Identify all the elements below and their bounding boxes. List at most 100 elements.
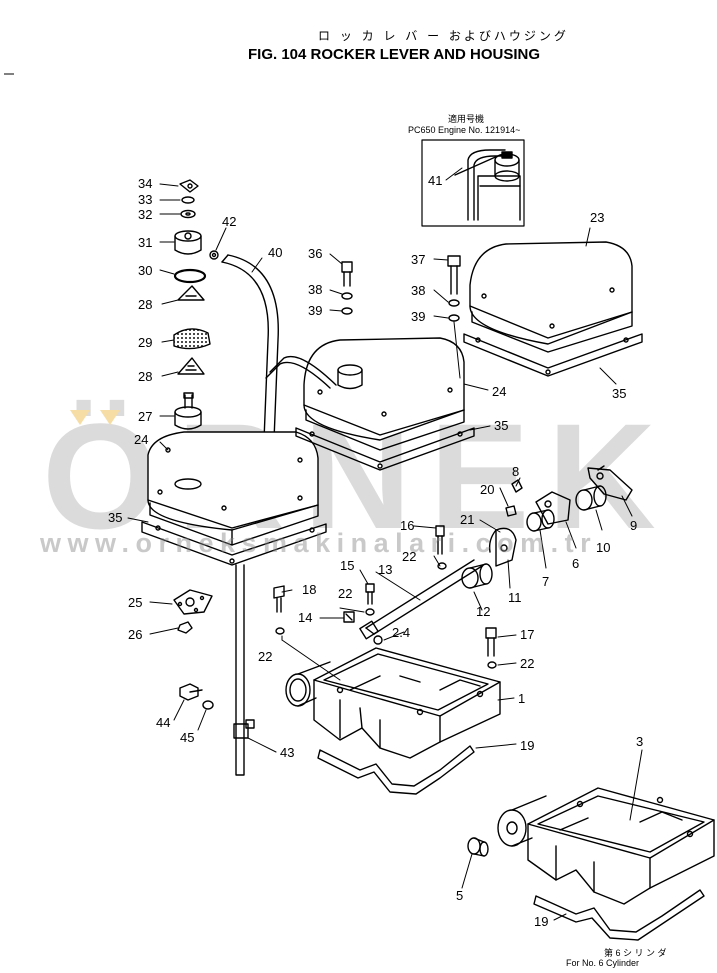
callout-35b: 35 (612, 386, 626, 401)
bottom-note: For No. 6 Cylinder (566, 958, 639, 968)
callout-5: 5 (456, 888, 463, 903)
gasket-19b (533, 889, 705, 941)
callout-38b: 38 (411, 283, 425, 298)
bolt-17 (485, 627, 497, 657)
bushing-7 (526, 509, 555, 532)
washer-45 (202, 700, 214, 710)
callout-11: 11 (508, 590, 522, 605)
callout-labels: 34 33 32 31 42 30 28 29 28 27 24 35 40 3… (108, 173, 643, 929)
breather-tube (221, 254, 279, 441)
callout-35a: 35 (108, 510, 122, 525)
bolt-15 (365, 583, 375, 605)
plug-14 (343, 611, 355, 623)
callout-30: 30 (138, 263, 152, 278)
ring-24 (373, 635, 383, 645)
bolt-44 (179, 683, 203, 701)
callout-22c: 22 (258, 649, 272, 664)
leader-lines (127, 167, 643, 921)
bushing-10 (575, 485, 607, 511)
callout-19b: 19 (534, 914, 548, 929)
screw-8 (511, 479, 523, 493)
washer-39b (448, 314, 460, 322)
valve-cover-center (265, 337, 465, 451)
nut-26 (177, 621, 193, 634)
callout-15: 15 (340, 558, 354, 573)
callout-21: 21 (460, 512, 474, 527)
callout-16: 16 (400, 518, 414, 533)
rocker-lever-11 (488, 527, 517, 567)
washer-38b (448, 299, 460, 307)
callout-33: 33 (138, 192, 152, 207)
long-tube (235, 564, 245, 776)
callout-29: 29 (138, 335, 152, 350)
valve-cover-left (147, 431, 319, 546)
rocker-lever-9 (587, 465, 633, 501)
callout-22a: 22 (402, 549, 416, 564)
bolt-37 (447, 255, 461, 295)
callout-24a: 24 (134, 432, 148, 447)
callout-20: 20 (480, 482, 494, 497)
callout-40: 40 (268, 245, 282, 260)
washer-22b (365, 608, 375, 616)
callout-22d: 22 (520, 656, 534, 671)
callout-19a: 19 (520, 738, 534, 753)
gasket-left (141, 521, 327, 566)
callout-37: 37 (411, 252, 425, 267)
callout-35c: 35 (494, 418, 508, 433)
callout-32: 32 (138, 207, 152, 222)
inset-jp: 適用号機 (448, 113, 484, 124)
title-japanese: ロ ッ カ レ バ ー およびハウジング (318, 29, 569, 43)
washer-22c (275, 627, 285, 635)
bottom-note-jp: 第 6 シ リ ン ダ (604, 947, 667, 958)
callout-10: 10 (596, 540, 610, 555)
rocker-housing-1 (285, 647, 501, 759)
callout-23: 23 (590, 210, 604, 225)
callout-39a: 39 (308, 303, 322, 318)
breather-assembly (173, 179, 219, 430)
callout-18: 18 (302, 582, 316, 597)
page-title: FIG. 104 ROCKER LEVER AND HOUSING (248, 46, 540, 63)
plug-5 (467, 837, 489, 857)
callout-42: 42 (222, 214, 236, 229)
callout-24c: 2.4 (392, 625, 410, 640)
callout-1: 1 (518, 691, 525, 706)
callout-17: 17 (520, 627, 534, 642)
nut-20 (505, 505, 517, 517)
callout-41: 41 (428, 173, 442, 188)
washer-22d (487, 661, 497, 669)
rocker-shaft (359, 559, 483, 640)
bolt-16 (435, 525, 445, 555)
callout-13: 13 (378, 562, 392, 577)
callout-38a: 38 (308, 282, 322, 297)
flange-25 (173, 589, 213, 615)
washer-39a (341, 307, 353, 315)
rocker-housing-3 (497, 787, 715, 905)
callout-28a: 28 (138, 297, 152, 312)
callout-9: 9 (630, 518, 637, 533)
callout-14: 14 (298, 610, 312, 625)
callout-34: 34 (138, 176, 152, 191)
callout-12: 12 (476, 604, 490, 619)
callout-25: 25 (128, 595, 142, 610)
callout-7: 7 (542, 574, 549, 589)
callout-31: 31 (138, 235, 152, 250)
callout-3: 3 (636, 734, 643, 749)
callout-39b: 39 (411, 309, 425, 324)
rocker-lever-6 (535, 491, 571, 525)
callout-22b: 22 (338, 586, 352, 601)
callout-43: 43 (280, 745, 294, 760)
callout-26: 26 (128, 627, 142, 642)
callout-36: 36 (308, 246, 322, 261)
callout-45: 45 (180, 730, 194, 745)
bolt-36 (341, 261, 353, 287)
valve-cover-right (469, 241, 633, 353)
inset-box (421, 139, 525, 227)
washer-22a (437, 562, 447, 570)
callout-27: 27 (138, 409, 152, 424)
callout-28b: 28 (138, 369, 152, 384)
gasket-right (463, 333, 643, 377)
gasket-19a (317, 745, 475, 795)
washer-38a (341, 292, 353, 300)
callout-44: 44 (156, 715, 170, 730)
